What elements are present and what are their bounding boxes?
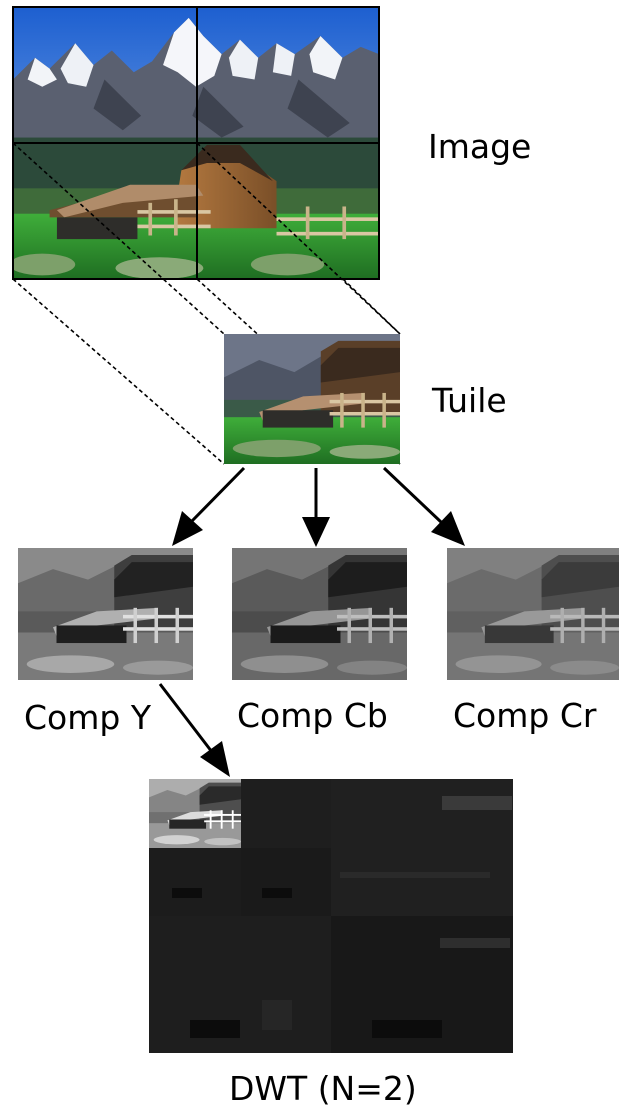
component-arrows (172, 466, 465, 547)
label-comp-cb: Comp Cb (237, 696, 388, 735)
tile-image (224, 334, 400, 464)
dwt-arrow (158, 683, 230, 777)
label-comp-y: Comp Y (24, 698, 152, 737)
tile-projection-lines (12, 142, 401, 465)
component-cb-image (232, 548, 407, 680)
source-image (12, 6, 380, 280)
component-y-image (18, 548, 193, 680)
label-image: Image (428, 127, 531, 166)
label-comp-cr: Comp Cr (453, 696, 597, 735)
label-dwt: DWT (N=2) (229, 1069, 417, 1108)
label-tile: Tuile (431, 381, 507, 420)
dwt-image (149, 779, 513, 1053)
component-cr-image (447, 548, 619, 680)
